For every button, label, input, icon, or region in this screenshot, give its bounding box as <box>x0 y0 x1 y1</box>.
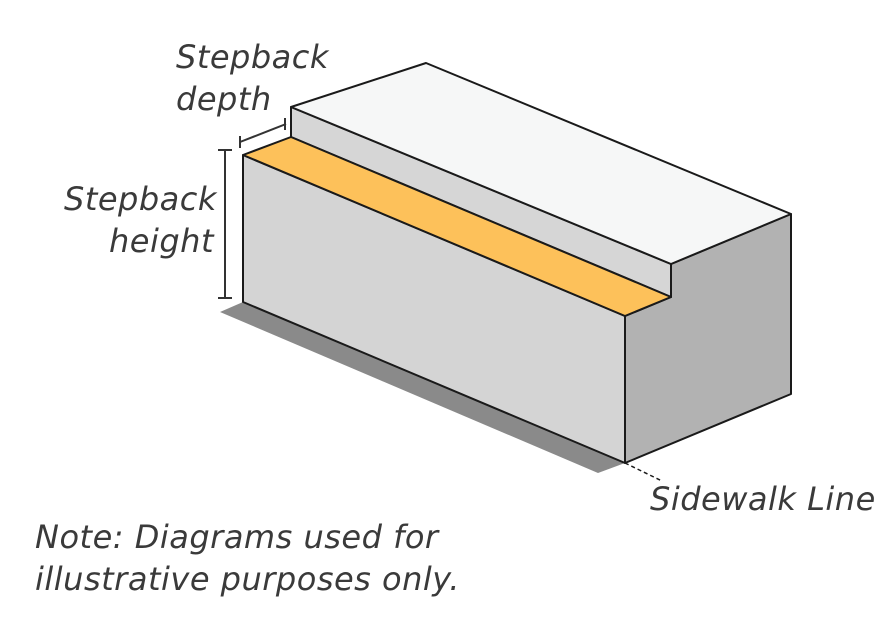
label-line: depth <box>176 80 272 118</box>
ground-shadow <box>220 302 625 473</box>
stepback-surface <box>242 136 672 317</box>
note-line: illustrative purposes only. <box>35 560 460 598</box>
stepback-depth-dimension <box>239 118 287 148</box>
stepback-depth-label: Stepback depth <box>176 36 329 120</box>
sidewalk-line-label: Sidewalk Line <box>650 480 876 518</box>
roof-face <box>290 62 792 265</box>
note-line: Note: Diagrams used for <box>35 518 439 556</box>
stepback-height-dimension <box>218 149 232 299</box>
label-line: Stepback <box>64 180 217 218</box>
stepback-height-label: Stepback height <box>64 178 217 262</box>
label-line: height <box>109 222 214 260</box>
label-line: Stepback <box>176 38 329 76</box>
note-text: Note: Diagrams used for illustrative pur… <box>35 516 460 600</box>
